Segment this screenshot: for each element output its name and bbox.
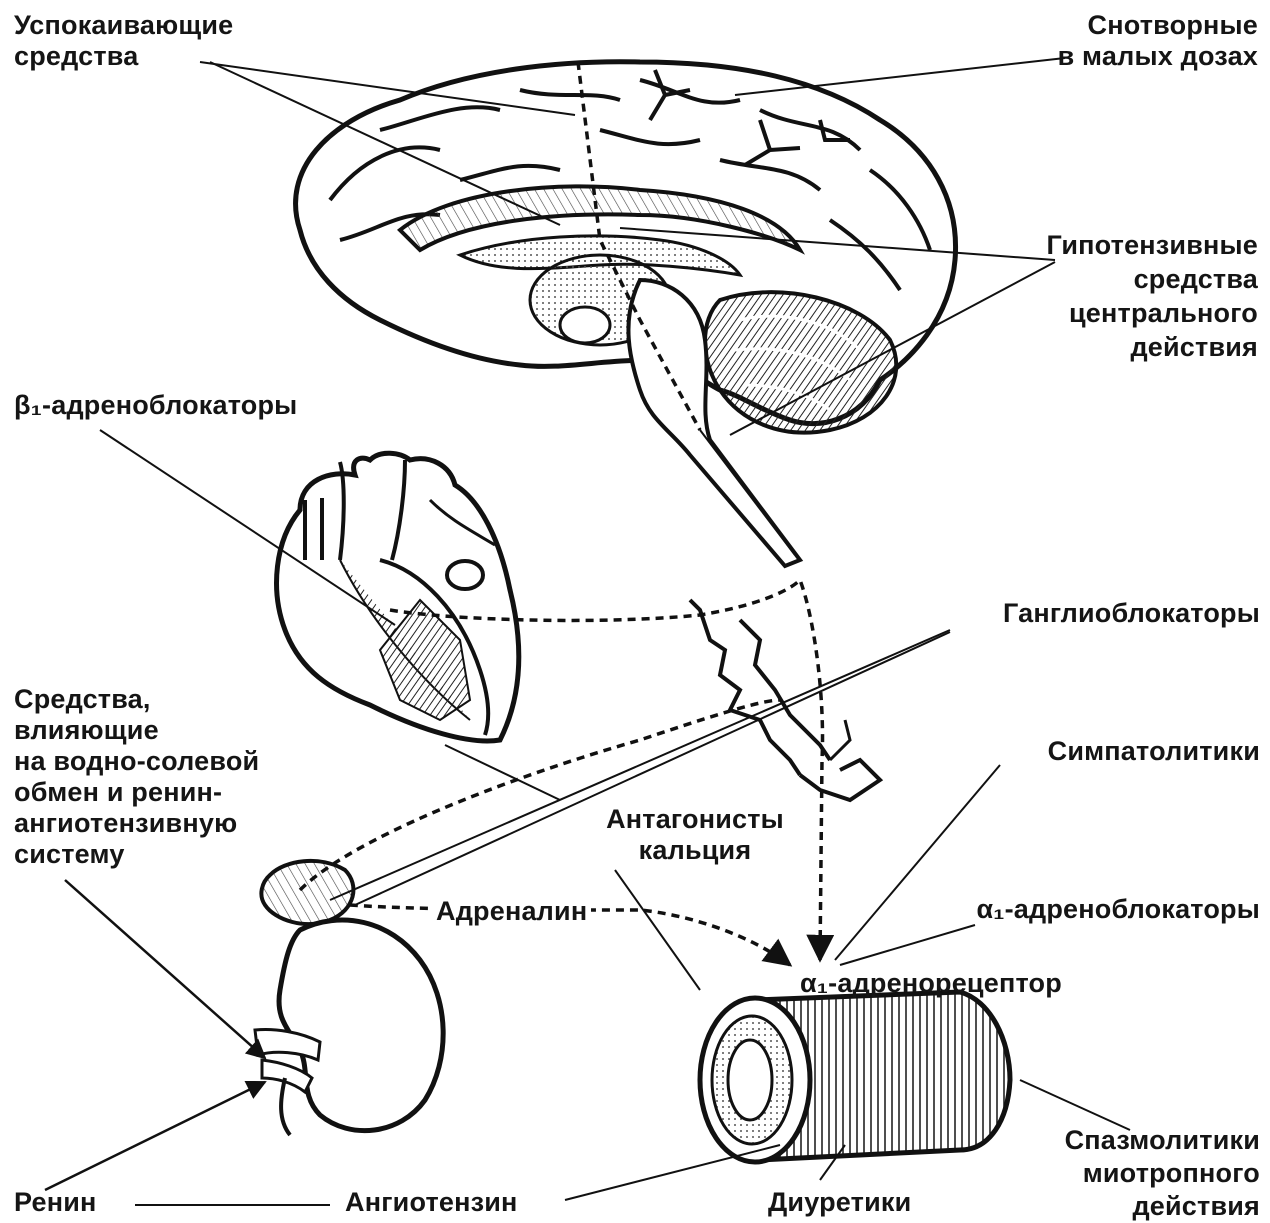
blood-vessel-illustration bbox=[700, 992, 1010, 1162]
label-water-salt-line6: систему bbox=[14, 839, 259, 870]
label-diuretics-text: Диуретики bbox=[768, 1187, 911, 1218]
label-adrenaline-text: Адреналин bbox=[436, 896, 587, 927]
label-alpha-receptor-text: α₁-адренорецептор bbox=[800, 968, 1062, 999]
label-beta-blockers: β₁-адреноблокаторы bbox=[14, 390, 297, 421]
label-sedatives-line1: Успокаивающие bbox=[14, 10, 233, 41]
label-spasmolytics-line1: Спазмолитики bbox=[1065, 1124, 1260, 1157]
label-water-salt-line4: обмен и ренин- bbox=[14, 777, 259, 808]
label-sympatholytics-text: Симпатолитики bbox=[1048, 736, 1260, 767]
label-sedatives: Успокаивающие средства bbox=[14, 10, 233, 72]
label-hypnotics-line1: Снотворные bbox=[1058, 10, 1258, 41]
label-central-antihypertensives-line3: центрального bbox=[1046, 296, 1258, 330]
label-diuretics: Диуретики bbox=[768, 1187, 911, 1218]
label-spasmolytics: Спазмолитики миотропного действия bbox=[1065, 1124, 1260, 1223]
label-central-antihypertensives-line4: действия bbox=[1046, 330, 1258, 364]
label-angiotensin-text: Ангиотензин bbox=[345, 1187, 518, 1218]
label-adrenaline: Адреналин bbox=[432, 896, 591, 927]
label-ganglion-blockers-text: Ганглиоблокаторы bbox=[1003, 598, 1260, 629]
label-water-salt-line2: влияющие bbox=[14, 715, 259, 746]
label-beta-blockers-text: β₁-адреноблокаторы bbox=[14, 390, 297, 421]
solid-arrows bbox=[45, 880, 265, 1190]
heart-illustration bbox=[277, 453, 519, 741]
label-spasmolytics-line2: миотропного bbox=[1065, 1157, 1260, 1190]
label-alpha-blockers: α₁-адреноблокаторы bbox=[976, 894, 1260, 925]
label-renin-text: Ренин bbox=[14, 1187, 97, 1218]
label-sedatives-line2: средства bbox=[14, 41, 233, 72]
label-water-salt-line5: ангиотензивную bbox=[14, 808, 259, 839]
label-water-salt-line1: Средства, bbox=[14, 684, 259, 715]
label-renin: Ренин bbox=[14, 1187, 97, 1218]
label-angiotensin: Ангиотензин bbox=[345, 1187, 518, 1218]
label-calcium-antagonists-line1: Антагонисты bbox=[575, 804, 815, 835]
label-calcium-antagonists: Антагонисты кальция bbox=[575, 804, 815, 866]
label-spasmolytics-line3: действия bbox=[1065, 1190, 1260, 1223]
label-water-salt: Средства, влияющие на водно-солевой обме… bbox=[14, 684, 259, 870]
nerve-fiber-illustration bbox=[690, 600, 880, 800]
label-ganglion-blockers: Ганглиоблокаторы bbox=[1003, 598, 1260, 629]
label-central-antihypertensives-line2: средства bbox=[1046, 262, 1258, 296]
label-sympatholytics: Симпатолитики bbox=[1048, 736, 1260, 767]
label-central-antihypertensives-line1: Гипотензивные bbox=[1046, 228, 1258, 262]
label-alpha-receptor: α₁-адренорецептор bbox=[800, 968, 1062, 999]
label-water-salt-line3: на водно-солевой bbox=[14, 746, 259, 777]
label-alpha-blockers-text: α₁-адреноблокаторы bbox=[976, 894, 1260, 925]
kidney-adrenal-illustration bbox=[255, 861, 443, 1135]
label-hypnotics: Снотворные в малых дозах bbox=[1058, 10, 1258, 72]
label-central-antihypertensives: Гипотензивные средства центрального дейс… bbox=[1046, 228, 1258, 364]
label-calcium-antagonists-line2: кальция bbox=[575, 835, 815, 866]
label-hypnotics-line2: в малых дозах bbox=[1058, 41, 1258, 72]
